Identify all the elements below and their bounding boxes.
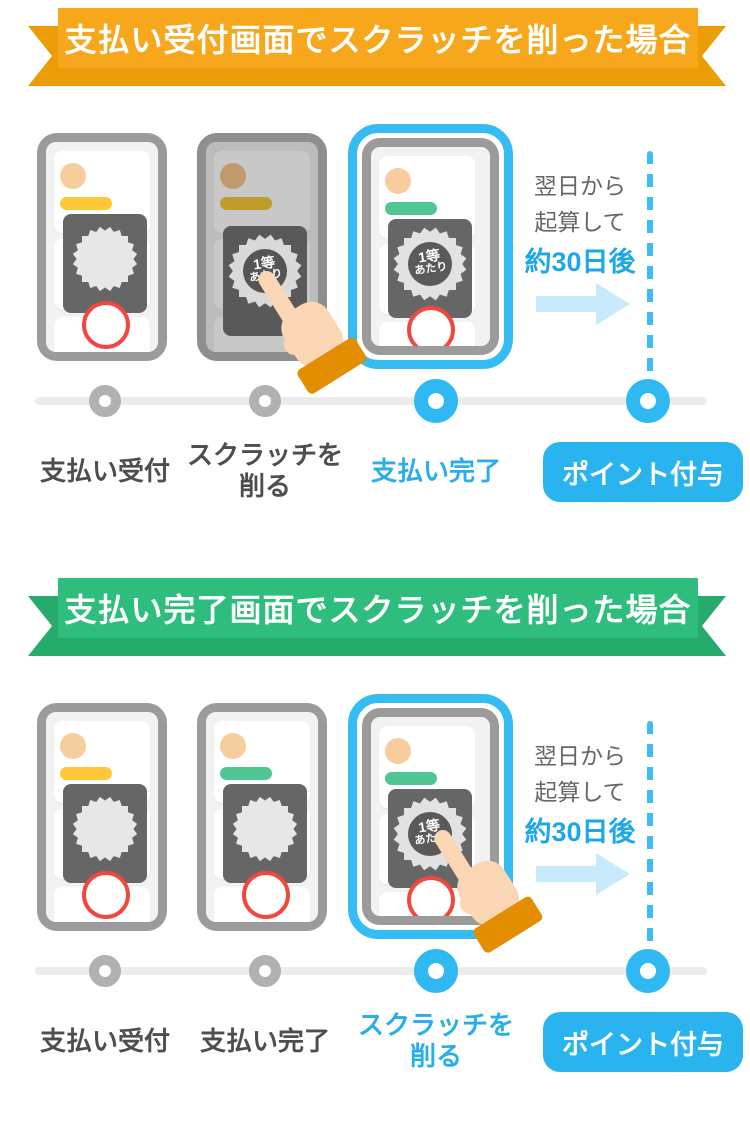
scratch-start-circle [407,306,455,346]
dashed-timeline [647,151,653,395]
arrow-right-icon [536,853,630,895]
ribbon-banner: 支払い完了画面でスクラッチを削った場合 [58,578,698,638]
phone-illustration-payment-accept [37,703,167,931]
scratch-card [63,784,147,883]
dashed-timeline [647,721,653,965]
scratch-card [63,214,147,313]
phone-screen: 1等 あたり [371,147,490,346]
status-bar-green [385,202,437,215]
scratch-start-circle [82,871,130,919]
scratch-card: 1等 あたり [388,219,472,318]
avatar [60,733,86,759]
status-bar-yellow [220,197,272,210]
step-label-scratch: スクラッチを 削る [357,1010,515,1071]
scratch-start-circle [407,876,455,916]
scratch-card [223,784,307,883]
status-bar-yellow [60,767,112,780]
timeline-dot [414,379,458,423]
timeline-line [35,397,707,405]
phone-illustration-payment-complete [197,703,327,931]
timeline-dot [249,955,281,987]
timeline-dot [89,955,121,987]
avatar [385,168,411,194]
phone-screen [206,712,318,922]
note-text: 翌日から 起算して 約30日後 [512,168,648,279]
scratch-reveal-blob [408,242,452,286]
phone-screen [46,142,158,352]
step-label-payment-accept: 支払い受付 [39,1025,171,1056]
section-scratch-on-payment-complete: 支払い完了画面でスクラッチを削った場合 [0,570,750,1140]
avatar [220,733,246,759]
timeline-dot [249,385,281,417]
pointing-hand-icon [408,800,564,975]
timeline-dot [626,949,670,993]
step-label-payment-accept: 支払い受付 [39,455,171,486]
timeline-dot [626,379,670,423]
status-bar-yellow [60,197,112,210]
timeline-line [35,967,707,975]
scratch-start-circle [242,871,290,919]
phone-screen [46,712,158,922]
step-label-payment-complete: 支払い完了 [199,1025,331,1056]
phone-highlight-ring: 1等 あたり [348,124,513,369]
points-grant-badge: ポイント付与 [543,442,743,502]
banner-title: 支払い受付画面でスクラッチを削った場合 [64,22,692,58]
timeline-dot [414,949,458,993]
step-label-payment-complete: 支払い完了 [370,455,502,486]
phone-illustration-payment-complete: 1等 あたり [362,138,499,355]
points-grant-badge: ポイント付与 [543,1012,743,1072]
scratch-start-circle [82,301,130,349]
step-label-scratch: スクラッチを 削る [186,440,344,501]
banner-title: 支払い完了画面でスクラッチを削った場合 [64,592,692,628]
note-text: 翌日から 起算して 約30日後 [512,738,648,849]
ribbon-banner: 支払い受付画面でスクラッチを削った場合 [58,8,698,68]
timeline-dot [89,385,121,417]
avatar [220,163,246,189]
avatar [385,738,411,764]
status-bar-green [220,767,272,780]
note-strong: 約30日後 [524,817,636,847]
arrow-right-icon [536,283,630,325]
phone-illustration-payment-accept [37,133,167,361]
status-bar-green [385,772,437,785]
note-strong: 約30日後 [524,247,636,277]
avatar [60,163,86,189]
pointing-hand-icon [232,241,388,416]
section-scratch-on-payment-accept: 支払い受付画面でスクラッチを削った場合 [0,8,743,502]
